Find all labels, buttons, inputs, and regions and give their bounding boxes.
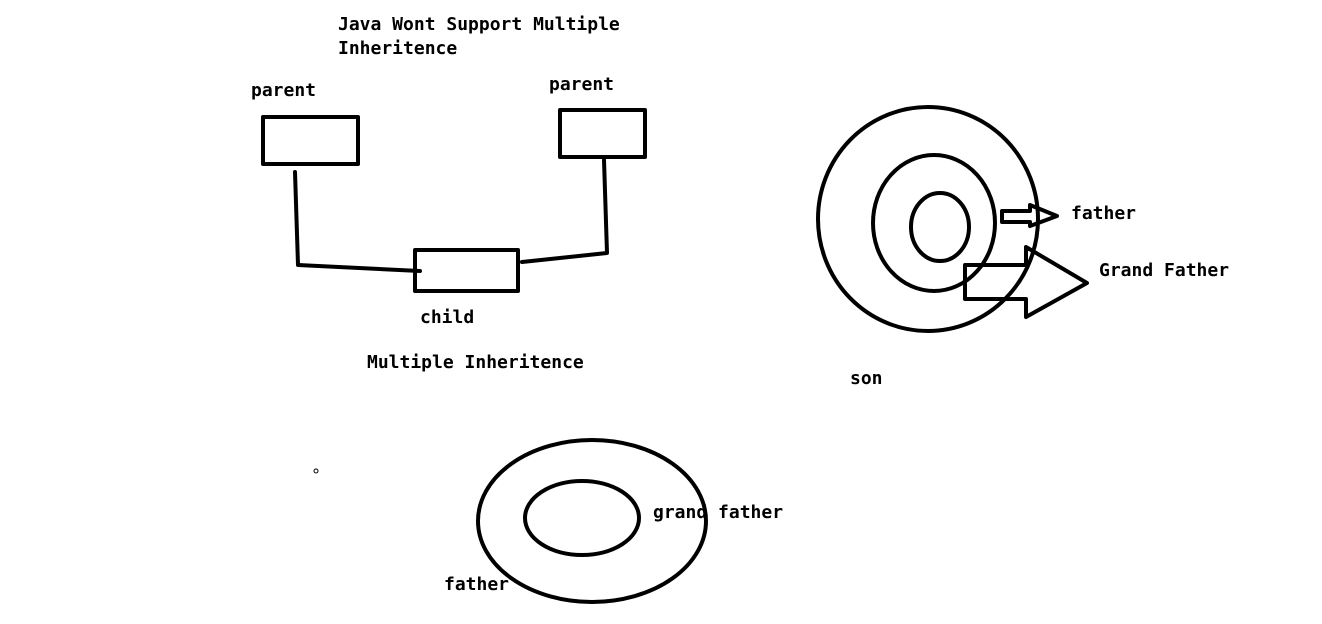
multiple-inheritance-caption: Multiple Inheritence xyxy=(367,352,584,373)
parent-right-label: parent xyxy=(549,74,615,95)
inner-circle xyxy=(909,191,971,263)
parent-right-box xyxy=(558,108,647,159)
bottom-grand-father-label: grand father xyxy=(653,502,784,523)
connector-left xyxy=(293,170,422,273)
title-line-1: Java Wont Support Multiple xyxy=(338,14,620,35)
middle-circle xyxy=(871,153,997,293)
parent-left-label: parent xyxy=(251,80,317,101)
grand-father-label: Grand Father xyxy=(1099,260,1230,281)
outer-circle xyxy=(816,105,1040,333)
bottom-inner-ellipse xyxy=(523,479,641,557)
title-line-2: Inheritence xyxy=(338,38,458,59)
father-label: father xyxy=(1071,203,1137,224)
child-label: child xyxy=(420,307,475,328)
bottom-father-label: father xyxy=(444,574,510,595)
parent-left-box xyxy=(261,115,360,166)
connector-right xyxy=(520,158,609,264)
son-label: son xyxy=(850,368,883,389)
stray-dot xyxy=(313,468,319,474)
diagram-title: Java Wont Support Multiple Inheritence xyxy=(338,13,668,61)
father-arrow xyxy=(1000,203,1059,228)
bottom-outer-ellipse xyxy=(476,438,708,604)
child-box xyxy=(413,248,520,293)
grand-father-arrow xyxy=(963,245,1089,319)
